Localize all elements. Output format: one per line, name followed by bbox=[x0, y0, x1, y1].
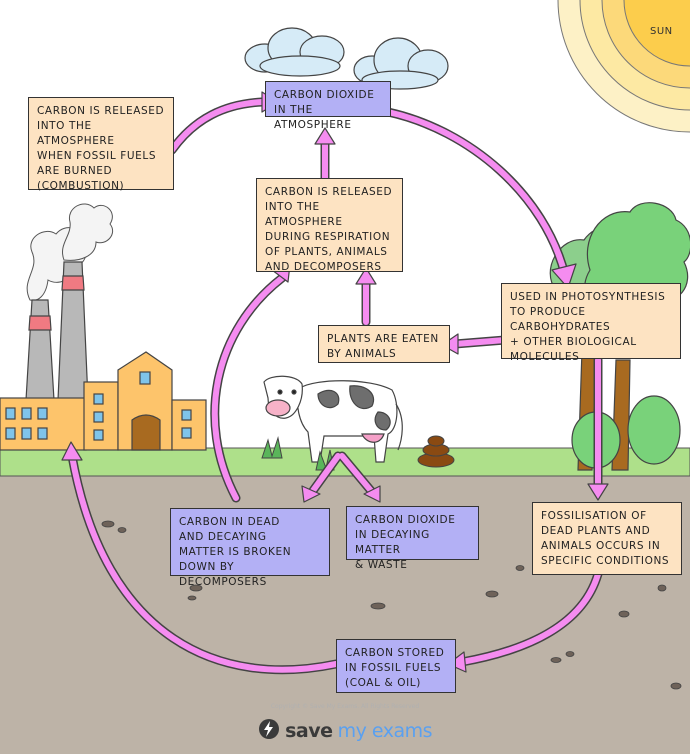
brand-word-save: save bbox=[285, 720, 333, 742]
factory-chimney bbox=[25, 261, 89, 401]
cycle-arrows bbox=[69, 99, 601, 673]
brand-word-myexams: my exams bbox=[337, 720, 433, 742]
brand-logo: save my exams bbox=[0, 718, 690, 744]
combustion-box: CARBON IS RELEASED INTO THE ATMOSPHERE W… bbox=[28, 97, 174, 192]
decomposers-box: CARBON IN DEAD AND DECAYING MATTER IS BR… bbox=[170, 508, 330, 588]
dung-icon bbox=[417, 435, 455, 468]
cow-icon bbox=[263, 375, 403, 463]
plants-eaten-box: PLANTS ARE EATEN BY ANIMALS bbox=[318, 325, 450, 363]
co2-atmosphere-box: CARBON DIOXIDE IN THE ATMOSPHERE bbox=[265, 81, 391, 131]
pebble-icons bbox=[101, 520, 682, 690]
sun-label: SUN bbox=[650, 26, 673, 37]
smoke-icon bbox=[26, 203, 114, 301]
decaying-matter-box: CARBON DIOXIDE IN DECAYING MATTER & WAST… bbox=[346, 506, 479, 571]
lightning-icon bbox=[258, 718, 280, 744]
fossilisation-box: FOSSILISATION OF DEAD PLANTS AND ANIMALS… bbox=[532, 502, 682, 575]
factory-building bbox=[0, 351, 207, 451]
cloud-icon bbox=[244, 27, 345, 77]
photosynthesis-box: USED IN PHOTOSYNTHESIS TO PRODUCE CARBOH… bbox=[501, 283, 681, 363]
grass-tuft bbox=[261, 436, 335, 471]
fossil-fuels-box: CARBON STORED IN FOSSIL FUELS (COAL & OI… bbox=[336, 639, 456, 693]
copyright-text: Copyright © Save My Exams. All Rights Re… bbox=[270, 703, 420, 710]
respiration-box: CARBON IS RELEASED INTO THE ATMOSPHERE D… bbox=[256, 178, 403, 273]
sun-icon bbox=[557, 0, 690, 133]
